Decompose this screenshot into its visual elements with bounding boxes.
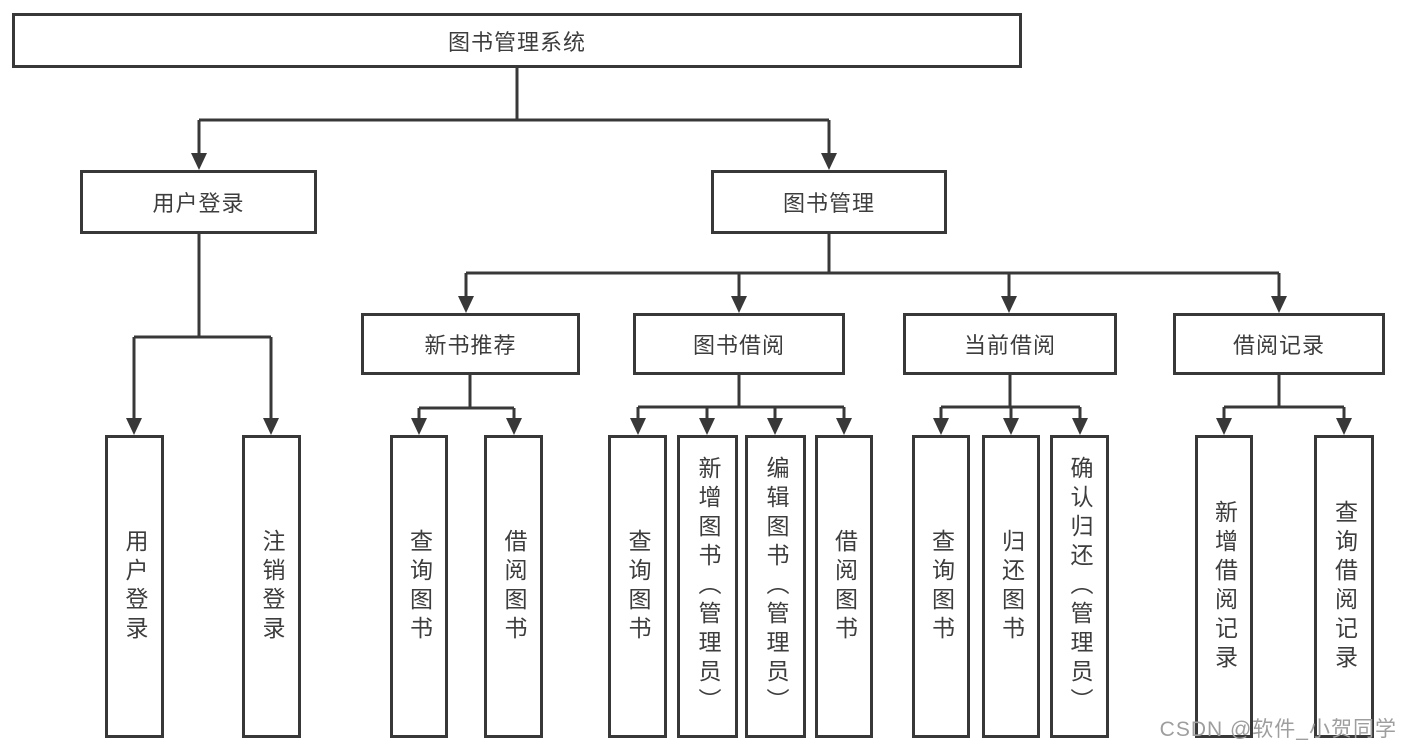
connector-new-book-children <box>417 375 516 421</box>
csdn-watermark: CSDN @软件_小贺同学 <box>1159 718 1397 741</box>
node-borrow-record: 借阅记录 <box>1173 313 1385 375</box>
node-new-book-recommend: 新书推荐 <box>361 313 580 375</box>
leaf-cb-return-book: 归还图书 <box>982 435 1040 738</box>
arrowhead-cb-query <box>933 418 949 435</box>
leaf-user-login: 用户登录 <box>105 435 164 738</box>
arrowhead-leaf-user-login <box>126 418 142 435</box>
leaf-bb-borrow-book: 借阅图书 <box>815 435 873 738</box>
arrowhead-borrow-record <box>1271 296 1287 313</box>
arrowhead-book-borrow <box>731 296 747 313</box>
node-user-login: 用户登录 <box>80 170 317 234</box>
arrowhead-new-book <box>458 296 474 313</box>
arrowhead-bb-borrow <box>836 418 852 435</box>
connector-book-management-children <box>464 234 1281 299</box>
connector-current-borrow-children <box>939 375 1082 421</box>
leaf-bb-add-book-admin: 新增图书（管理员） <box>677 435 738 738</box>
connector-borrow-record-children <box>1222 375 1346 421</box>
arrowhead-nb-query <box>411 418 427 435</box>
leaf-br-add-record: 新增借阅记录 <box>1195 435 1253 738</box>
arrowhead-bb-add <box>699 418 715 435</box>
arrowhead-cb-confirm <box>1072 418 1088 435</box>
leaf-nb-borrow-book: 借阅图书 <box>484 435 543 738</box>
arrowhead-user-login <box>191 153 207 170</box>
connector-user-login-children <box>132 234 273 421</box>
node-book-borrow: 图书借阅 <box>633 313 845 375</box>
connector-book-borrow-children <box>636 375 846 421</box>
arrowhead-book-management <box>821 153 837 170</box>
leaf-br-query-record: 查询借阅记录 <box>1314 435 1374 738</box>
leaf-cb-query-book: 查询图书 <box>912 435 970 738</box>
leaf-bb-edit-book-admin: 编辑图书（管理员） <box>745 435 806 738</box>
leaf-logout: 注销登录 <box>242 435 301 738</box>
connector-root-to-level2 <box>197 68 831 156</box>
leaf-nb-query-book: 查询图书 <box>390 435 448 738</box>
arrowhead-leaf-logout <box>263 418 279 435</box>
arrowhead-bb-edit <box>767 418 783 435</box>
leaf-cb-confirm-return-admin: 确认归还（管理员） <box>1050 435 1109 738</box>
node-current-borrow: 当前借阅 <box>903 313 1117 375</box>
arrowhead-current-borrow <box>1001 296 1017 313</box>
arrowhead-bb-query <box>630 418 646 435</box>
arrowhead-cb-return <box>1003 418 1019 435</box>
arrowhead-nb-borrow <box>506 418 522 435</box>
leaf-bb-query-book: 查询图书 <box>608 435 667 738</box>
node-book-management: 图书管理 <box>711 170 947 234</box>
arrowhead-br-add <box>1216 418 1232 435</box>
arrowhead-br-query <box>1336 418 1352 435</box>
node-root: 图书管理系统 <box>12 13 1022 68</box>
